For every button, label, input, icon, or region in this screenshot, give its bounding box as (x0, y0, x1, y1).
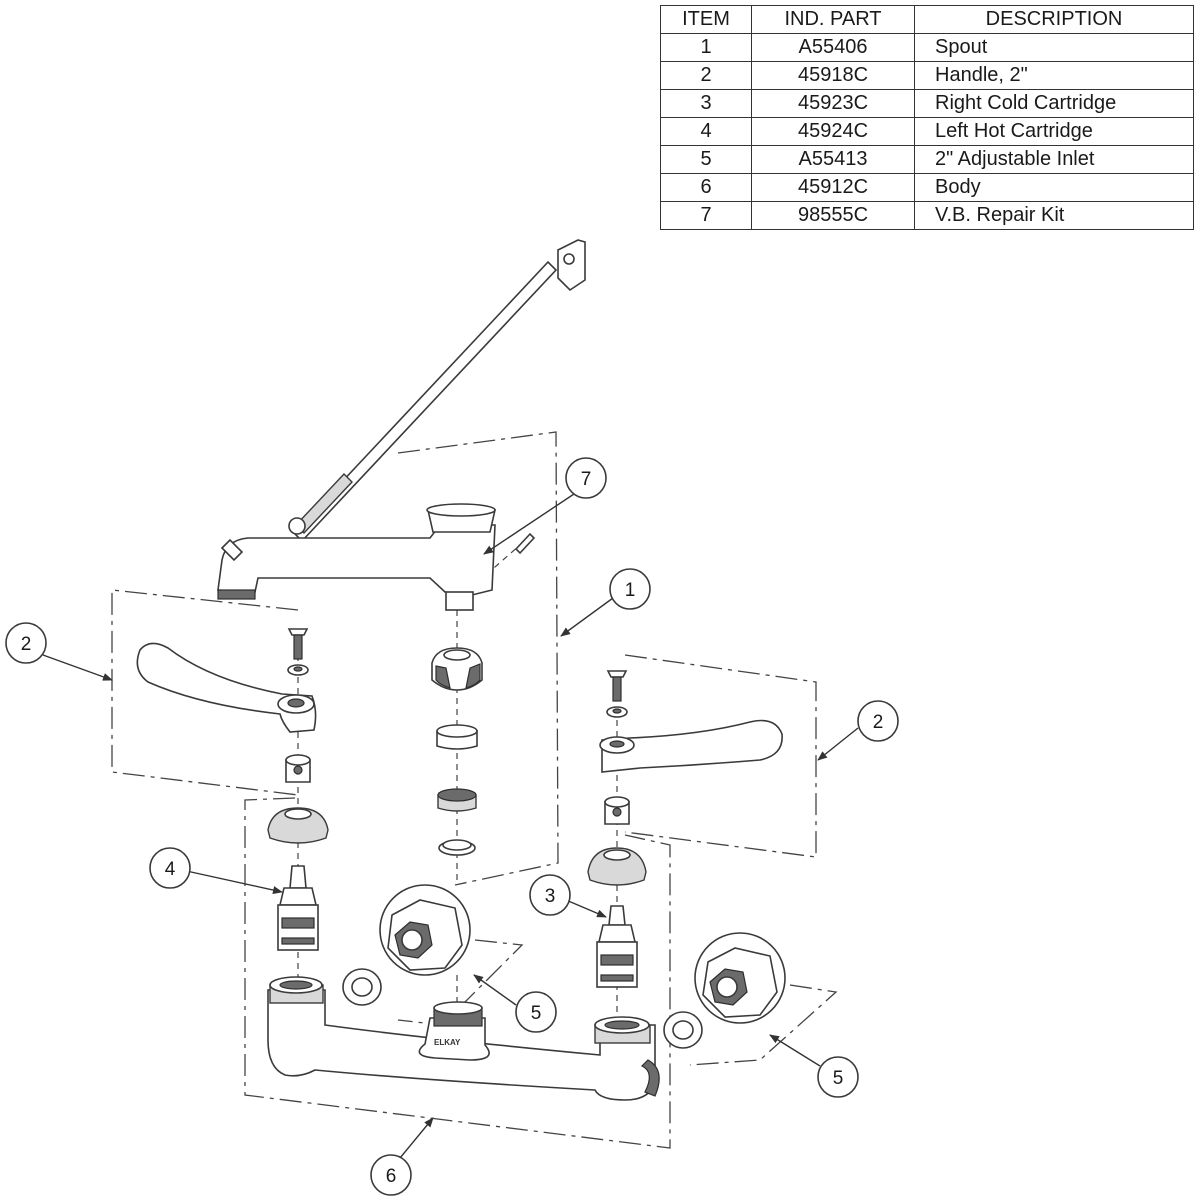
header-item: ITEM (660, 5, 752, 34)
parts-table: ITEM IND. PART DESCRIPTION 1 A55406 Spou… (660, 5, 1194, 230)
table-row: 3 45923C Right Cold Cartridge (660, 89, 1194, 118)
right-inlet-washer (663, 1011, 703, 1049)
callout-5-center: 5 (515, 991, 557, 1033)
body-group-boundary (244, 797, 671, 1149)
right-adjustable-inlet (694, 932, 786, 1024)
callout-6: 6 (370, 1154, 412, 1196)
right-handle-screw (606, 670, 628, 702)
callout-6-label: 6 (386, 1166, 397, 1187)
row-item: 4 (660, 117, 752, 146)
left-handle-washer (287, 664, 309, 676)
row-item: 1 (660, 33, 752, 62)
callout-3-label: 3 (545, 886, 556, 907)
row-part: A55406 (751, 33, 915, 62)
callout-1-label: 1 (625, 580, 636, 601)
callout-7-label: 7 (581, 469, 592, 490)
spout-outlet-threads (217, 589, 256, 600)
table-row: 6 45912C Body (660, 173, 1194, 202)
right-handle-group-boundary (624, 654, 817, 858)
spout-group-boundary (397, 431, 559, 886)
row-part: 45912C (751, 173, 915, 202)
callout-5-center-label: 5 (531, 1003, 542, 1024)
row-item: 5 (660, 145, 752, 174)
row-item: 7 (660, 201, 752, 230)
table-row: 1 A55406 Spout (660, 33, 1194, 62)
table-row: 7 98555C V.B. Repair Kit (660, 201, 1194, 230)
right-index-button (587, 847, 647, 886)
left-handle-adapter (285, 754, 311, 783)
center-inlet-washer (342, 968, 382, 1006)
row-description: Handle, 2" (914, 61, 1194, 90)
header-part: IND. PART (751, 5, 915, 34)
right-handle-washer (606, 706, 628, 718)
row-part: A55413 (751, 145, 915, 174)
callout-4-label: 4 (165, 859, 176, 880)
spout (217, 239, 586, 611)
vb-kit-pin (514, 532, 536, 555)
row-description: Body (914, 173, 1194, 202)
left-handle-screw (287, 628, 309, 660)
spout-retaining-ring (438, 839, 476, 856)
center-adjustable-inlet (379, 884, 471, 976)
table-row: 2 45918C Handle, 2" (660, 61, 1194, 90)
row-description: V.B. Repair Kit (914, 201, 1194, 230)
left-handle-group-boundary (111, 589, 299, 796)
left-hot-cartridge (277, 865, 319, 951)
callout-3: 3 (529, 874, 571, 916)
row-part: 45924C (751, 117, 915, 146)
callout-1: 1 (609, 568, 651, 610)
callout-7: 7 (565, 457, 607, 499)
inlet-right-boundary (689, 984, 838, 1066)
row-description: Right Cold Cartridge (914, 89, 1194, 118)
left-index-button (267, 807, 329, 844)
right-handle-adapter (604, 796, 630, 825)
table-row: 5 A55413 2" Adjustable Inlet (660, 145, 1194, 174)
faucet-body: ELKAY (267, 976, 660, 1101)
callout-2-left: 2 (5, 622, 47, 664)
table-header-row: ITEM IND. PART DESCRIPTION (660, 5, 1194, 34)
inlet-center-boundary (397, 939, 524, 1026)
callout-5-right-label: 5 (833, 1068, 844, 1089)
spout-nut (431, 647, 483, 691)
right-handle (599, 719, 783, 773)
body-logo-text: ELKAY (434, 1038, 461, 1047)
row-description: Left Hot Cartridge (914, 117, 1194, 146)
left-handle (136, 642, 317, 733)
callout-2-left-label: 2 (21, 634, 32, 655)
callout-5-right: 5 (817, 1056, 859, 1098)
callout-2-right: 2 (857, 700, 899, 742)
spout-bushing (436, 724, 478, 750)
table-row: 4 45924C Left Hot Cartridge (660, 117, 1194, 146)
callout-2-right-label: 2 (873, 712, 884, 733)
row-item: 2 (660, 61, 752, 90)
row-part: 45923C (751, 89, 915, 118)
callout-leaders (42, 489, 859, 1159)
right-cold-cartridge (596, 905, 638, 988)
spout-o-ring-sleeve (437, 788, 477, 812)
row-part: 45918C (751, 61, 915, 90)
callout-4: 4 (149, 847, 191, 889)
